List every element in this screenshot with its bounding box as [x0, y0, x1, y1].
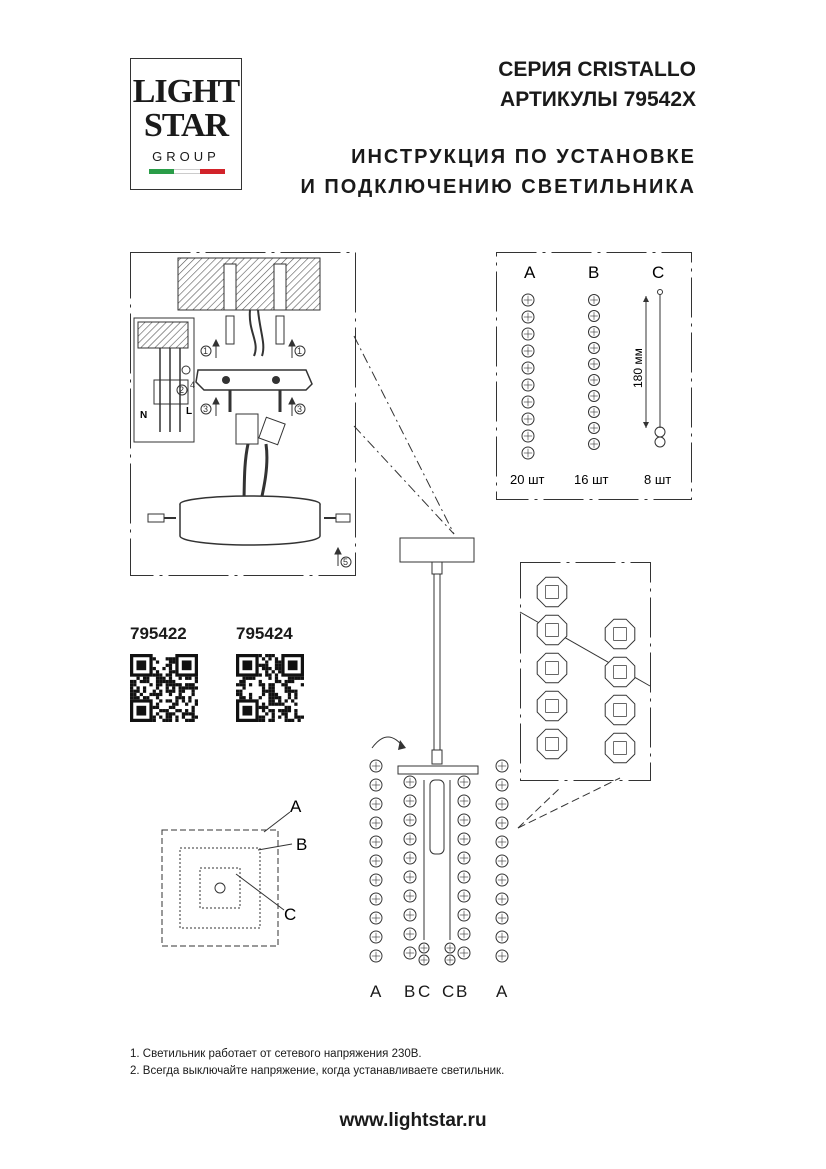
- ceiling-hatch: [177, 257, 321, 311]
- part-letter-b: B: [588, 263, 599, 282]
- crystal-octagon: [536, 652, 568, 684]
- logo-line-star: STAR: [143, 107, 229, 144]
- crystal-octagon: [536, 690, 568, 722]
- fixture-label-a-left: A: [370, 982, 382, 1001]
- crystal-octagon: [604, 694, 636, 726]
- top-view-label-b: B: [296, 835, 307, 854]
- part-letter-a: A: [524, 263, 536, 282]
- fixture-label-c-left: C: [418, 982, 431, 1001]
- part-letter-c: C: [652, 263, 664, 282]
- part-count-b: 16 шт: [574, 472, 609, 487]
- crystal-zoom-detail: [517, 562, 651, 829]
- top-view-label-c: C: [284, 905, 296, 924]
- step-marker: 1: [203, 346, 208, 356]
- crystal-octagon: [536, 614, 568, 646]
- ceiling-canopy: [399, 537, 475, 563]
- crystal-octagon: [536, 728, 568, 760]
- ground-icon: [181, 365, 191, 375]
- qr-code-795422[interactable]: [130, 654, 198, 722]
- fixture-label-b-right: B: [456, 982, 468, 1001]
- top-view-label-a: A: [290, 797, 302, 816]
- part-count-c: 8 шт: [644, 472, 671, 487]
- crystal-octagon: [604, 618, 636, 650]
- mounting-diagram: N L 1 1 2 3 3 4 5: [130, 252, 356, 576]
- website-link[interactable]: www.lightstar.ru: [339, 1110, 487, 1131]
- note-1: 1. Светильник работает от сетевого напря…: [130, 1048, 422, 1060]
- fixture-label-c-right: C: [442, 982, 455, 1001]
- step-marker: 1: [297, 346, 302, 356]
- parts-box: A B C 180 мм 20 шт 16 шт 8 шт: [496, 252, 692, 500]
- fixture-label-a-right: A: [496, 982, 508, 1001]
- step-marker: 5: [343, 557, 348, 567]
- crystal-chain-b: [588, 294, 600, 450]
- note-2: 2. Всегда выключайте напряжение, когда у…: [130, 1065, 505, 1077]
- instruction-title-line2: И ПОДКЛЮЧЕНИЮ СВЕТИЛЬНИКА: [300, 176, 696, 198]
- qr-label-795422: 795422: [130, 624, 187, 643]
- crystal-chain-a: [521, 293, 535, 460]
- notes-block: 1. Светильник работает от сетевого напря…: [130, 1046, 504, 1080]
- step-marker: 2: [179, 385, 184, 395]
- dimension-label: 180 мм: [631, 348, 645, 388]
- step-marker: 4: [190, 380, 195, 390]
- part-count-a: 20 шт: [510, 472, 545, 487]
- canopy: [179, 504, 321, 546]
- instruction-title-line1: ИНСТРУКЦИЯ ПО УСТАНОВКЕ: [351, 146, 696, 168]
- terminal-l-label: L: [186, 406, 192, 417]
- articles-title: АРТИКУЛЫ 79542X: [500, 88, 696, 111]
- terminal-n-label: N: [140, 410, 147, 421]
- italian-flag-stripe: [149, 169, 225, 174]
- step-marker: 3: [203, 404, 208, 414]
- fixture-diagram: [369, 537, 509, 966]
- callout-lines: [353, 335, 455, 535]
- top-view-diagram: A B C: [161, 797, 307, 947]
- fixture-frame: [397, 765, 479, 775]
- crystal-octagon: [536, 576, 568, 608]
- crystal-octagon: [604, 656, 636, 688]
- mounting-bracket: [195, 369, 313, 391]
- brand-logo: LIGHT STAR GROUP: [130, 58, 242, 190]
- crystal-octagon: [604, 732, 636, 764]
- fixture-label-b-left: B: [404, 982, 416, 1001]
- qr-code-795424[interactable]: [236, 654, 304, 722]
- step-marker: 3: [297, 404, 302, 414]
- logo-line-group: GROUP: [152, 149, 220, 164]
- logo-line-light: LIGHT: [132, 73, 240, 110]
- series-title: СЕРИЯ CRISTALLO: [498, 58, 696, 81]
- qr-label-795424: 795424: [236, 624, 293, 643]
